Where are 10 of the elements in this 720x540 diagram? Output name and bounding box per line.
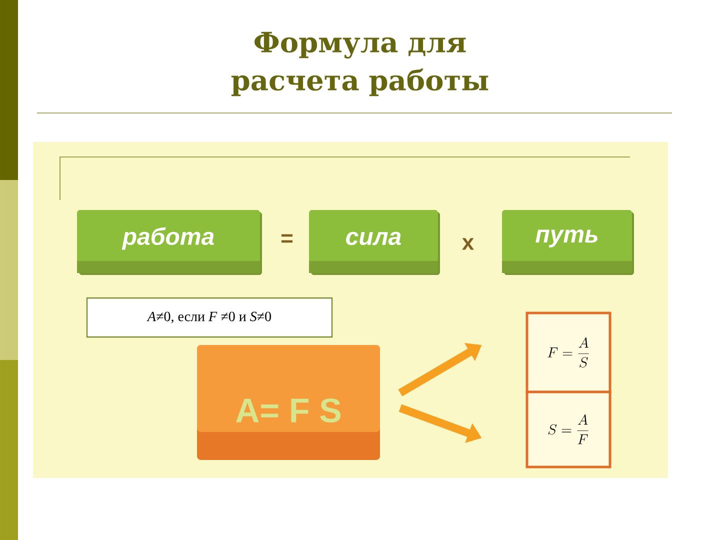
equals-sign: = [282, 234, 293, 243]
word-box: сила [309, 210, 440, 275]
condition-box: A≠0, если F ≠0 и S≠0 [86, 297, 333, 338]
word-box: работа [77, 210, 262, 275]
title: Формула для расчета работы [231, 32, 488, 96]
formula-box: $S=\frac{A}{F}$ [526, 390, 612, 468]
word-box: путь [502, 210, 634, 275]
times-sign: x [462, 238, 474, 250]
formula-box: $F=\frac{A}{S}$ [526, 312, 612, 394]
formula-box: A= F S [197, 345, 380, 460]
